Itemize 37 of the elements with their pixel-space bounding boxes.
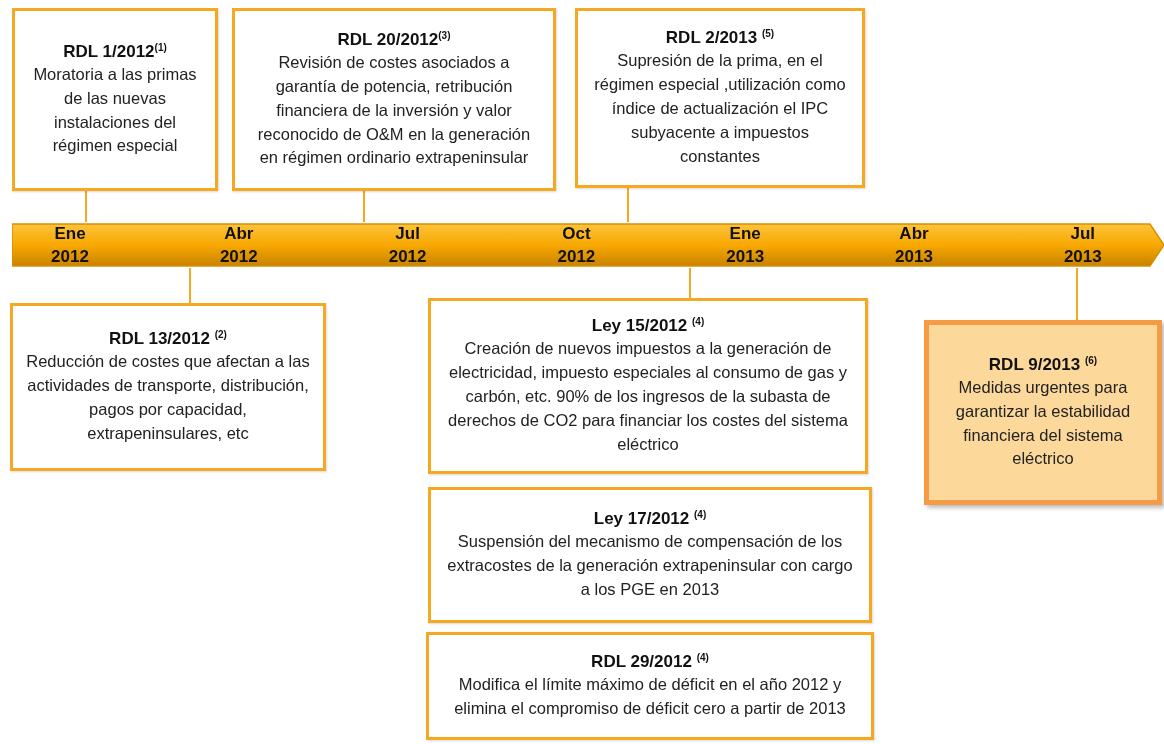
law-title: RDL 20/2012$^{(3)}$ xyxy=(337,28,451,51)
law-description: Supresión de la prima, en el régimen especial ,utilización como índice de actualización el IPC subyacente a impuestos constantes xyxy=(593,50,847,167)
law-box xyxy=(428,487,872,623)
month-label: Jul 2013 xyxy=(1062,223,1103,268)
law-description: Medidas urgentes para garantizar la estabilidad financiera del sistema eléctrico xyxy=(954,376,1132,470)
connector-line xyxy=(85,190,87,223)
highlighted-law-box xyxy=(924,320,1162,505)
month-label: Oct 2012 xyxy=(556,223,597,268)
law-box xyxy=(426,632,874,740)
law-description: Modifica el límite máximo de déficit en el año 2012 y elimina el compromiso de déficit cero a partir de 2013 xyxy=(453,674,847,720)
month-label: Abr 2013 xyxy=(894,223,934,268)
law-box xyxy=(12,8,218,191)
law-title: RDL 13/2012 $^{(2)}$ xyxy=(109,328,227,351)
law-description: Suspensión del mecanismo de compensación de los extracostes de la generación extrapeninsular con cargo a los PGE en 2013 xyxy=(446,531,854,600)
connector-line xyxy=(363,190,365,223)
law-description: Reducción de costes que afectan a las actividades de transporte, distribución, pagos por capacidad, extrapeninsulares, etc xyxy=(25,351,311,444)
law-title: RDL 2/2013 $^{(5)}$ xyxy=(665,27,775,50)
law-box xyxy=(575,8,865,188)
connector-line xyxy=(189,267,191,304)
law-box xyxy=(232,8,556,191)
connector-line xyxy=(627,187,629,223)
law-title: RDL 1/2012$^{(1)}$ xyxy=(63,40,167,63)
law-title: RDL 29/2012 $^{(4)}$ xyxy=(591,651,709,674)
law-description: Creación de nuevos impuestos a la generación de electricidad, impuesto especiales al consumo de gas y carbón, etc. 90% de los ingresos de la subasta de derechos de CO2 para financiar los costes del sistema eléctrico xyxy=(447,338,849,455)
law-box xyxy=(428,298,868,474)
month-label: Jul 2012 xyxy=(387,223,428,268)
month-label: Ene 2013 xyxy=(725,223,766,268)
law-box xyxy=(10,303,326,471)
law-description: Moratoria a las primas de las nuevas instalaciones del régimen especial xyxy=(32,63,198,157)
month-label: Abr 2012 xyxy=(218,223,259,268)
month-label: Ene 2012 xyxy=(50,223,90,268)
law-title: Ley 15/2012 $^{(4)}$ xyxy=(591,315,705,338)
law-description: Revisión de costes asociados a garantía de potencia, retribución financiera de la inversión y valor reconocido de O&M en la generación en régimen ordinario extrapeninsular xyxy=(256,51,532,169)
law-title: Ley 17/2012 $^{(4)}$ xyxy=(593,508,707,531)
connector-line xyxy=(689,267,691,299)
law-title: RDL 9/2013 $^{(6)}$ xyxy=(988,353,1098,376)
connector-line xyxy=(1076,267,1078,321)
